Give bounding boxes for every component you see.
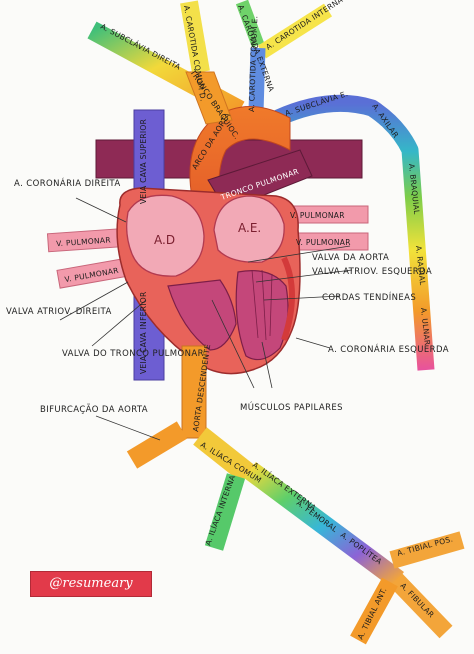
carotida-comum-e-vessel	[248, 47, 266, 113]
tibial-pos-vessel	[389, 531, 465, 569]
label-coronaria-direita: A. CORONÁRIA DIREITA	[14, 177, 121, 189]
label-carotida-interna: A. CAROTIDA INTERNA	[264, 0, 345, 52]
iliaca-comum-d-vessel	[126, 421, 188, 469]
carotida-comum-d-vessel	[180, 0, 210, 74]
label-valva-atriov-e: VALVA ATRIOV. ESQUERDA	[312, 267, 432, 277]
label-veia-cava-superior: VEIA CAVA SUPERIOR	[139, 119, 148, 204]
pulmonary-veins	[46, 205, 369, 289]
label-valva-atriov-d: VALVA ATRIOV. DIREITA	[6, 307, 112, 317]
cordas-tendineas	[251, 269, 273, 341]
coronaria-esquerda-vessel	[281, 256, 295, 341]
carotida-externa-vessel	[235, 0, 265, 48]
label-valva-aorta: VALVA DA AORTA	[312, 253, 389, 263]
label-valva-tronco: VALVA DO TRONCO PULMONAR	[62, 349, 204, 359]
fibular-vessel	[389, 573, 453, 639]
author-badge: @resumeary	[30, 571, 152, 597]
label-v-pulmonar-l2: V. PULMONAR	[296, 238, 351, 247]
label-radial: A. RADIAL	[414, 245, 427, 286]
carotida-interna-vessel	[257, 3, 333, 59]
label-carotida-comum-e: A. CAROTIDA COMUM E.	[247, 16, 259, 113]
label-v-pulmonar-l1: V. PULMONAR	[290, 211, 345, 220]
label-coronaria-esquerda: A. CORONÁRIA ESQUERDA	[328, 343, 449, 355]
pointer-lines	[59, 197, 353, 441]
iliaca-comum-e-vessel	[193, 427, 255, 483]
tronco-braquiocefalico-vessel	[185, 71, 233, 125]
label-bifurcacao: BIFURCAÇÃO DA AORTA	[40, 404, 148, 415]
label-atrio-e: A.E.	[238, 221, 261, 235]
label-v-pulmonar-r1: V. PULMONAR	[56, 235, 111, 248]
label-ulnar: A. ULNAR	[419, 307, 432, 346]
label-cordas: CORDAS TENDÍNEAS	[322, 291, 416, 303]
iliaca-interna-vessel	[204, 473, 246, 551]
label-veia-cava-inferior: VEIA CAVA INFERIOR	[139, 292, 148, 374]
label-atrio-d: A.D	[154, 233, 175, 247]
label-musculos: MÚSCULOS PAPILARES	[240, 401, 343, 413]
left-ventricle	[235, 270, 289, 361]
left-atrium	[213, 195, 285, 263]
right-ventricle	[167, 279, 237, 351]
right-atrium	[126, 194, 205, 277]
subclavia-e-vessel	[274, 94, 435, 371]
femoral-poplitea-vessel	[244, 461, 404, 589]
tibial-ant-vessel	[350, 577, 398, 645]
